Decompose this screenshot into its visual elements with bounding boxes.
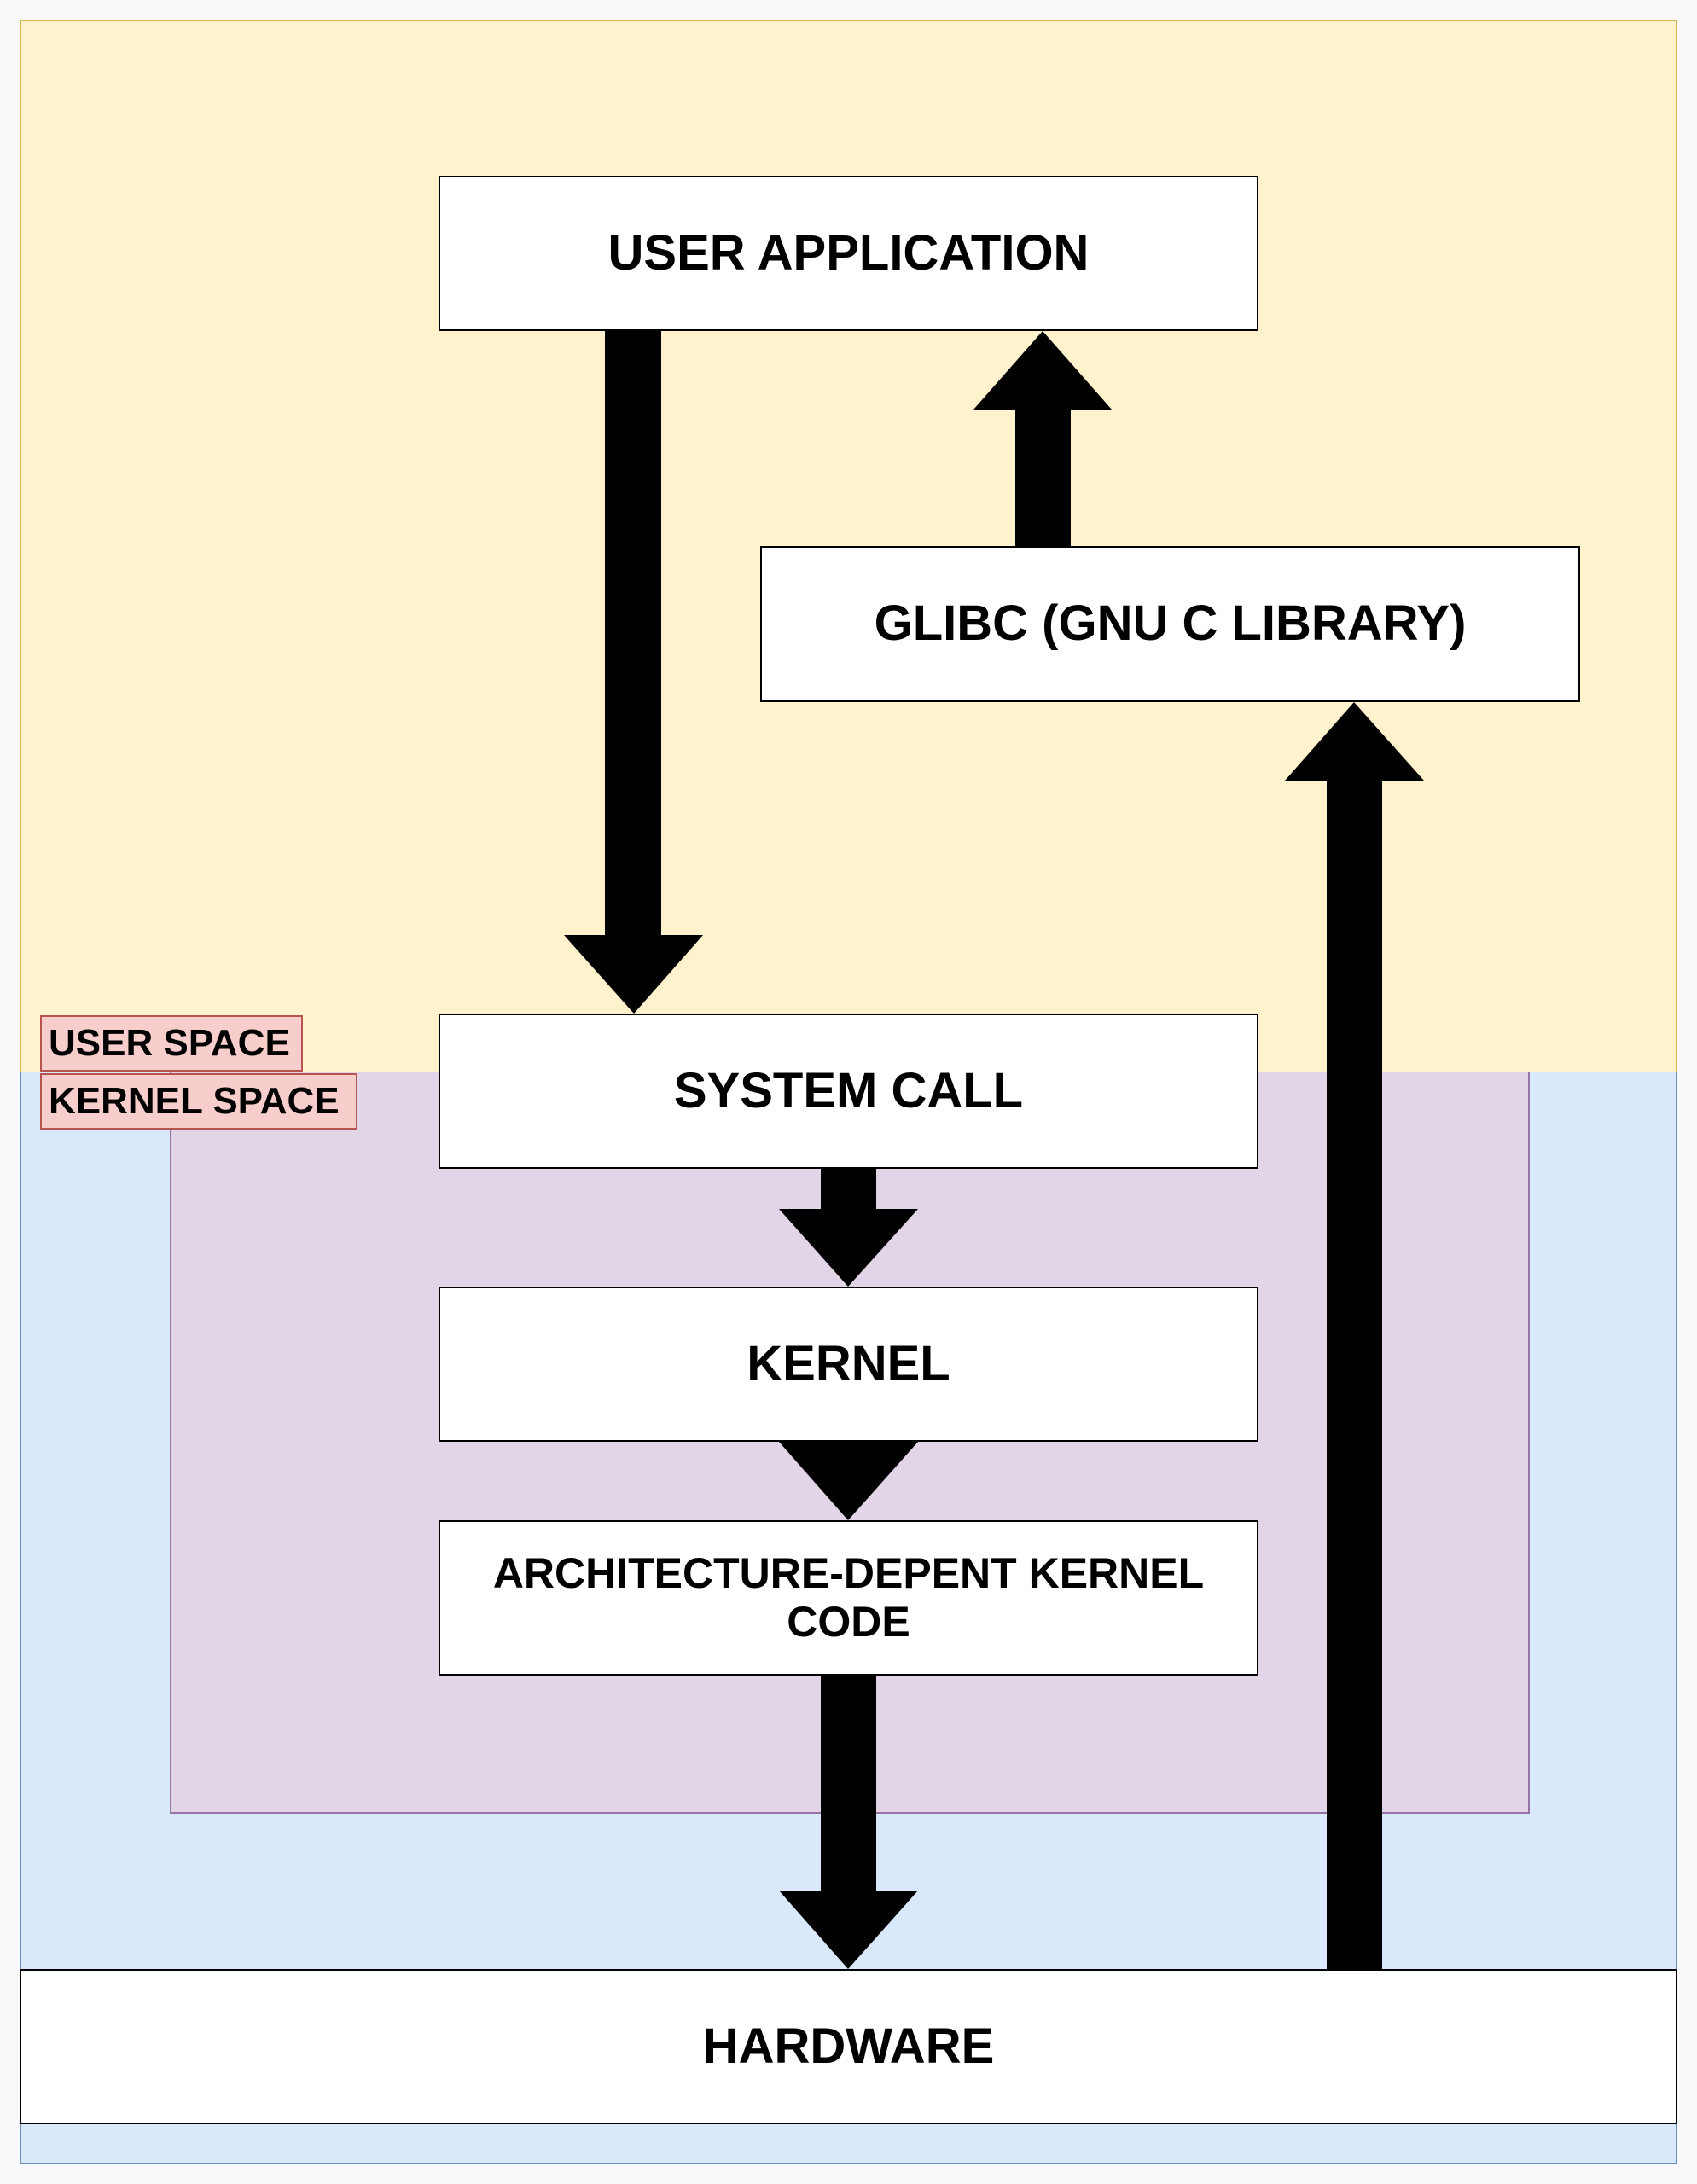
architecture-dependent-kernel-code-box: ARCHITECTURE-DEPENT KERNEL CODE	[439, 1520, 1258, 1676]
system-call-box: SYSTEM CALL	[439, 1014, 1258, 1169]
kernel-space-label: KERNEL SPACE	[40, 1073, 357, 1130]
kernel-box: KERNEL	[439, 1287, 1258, 1442]
user-application-box: USER APPLICATION	[439, 176, 1258, 331]
glibc-box: GLIBC (GNU C LIBRARY)	[760, 546, 1580, 702]
hardware-box: HARDWARE	[20, 1969, 1677, 2124]
kernel-core-region	[170, 1072, 1530, 1814]
user-space-label: USER SPACE	[40, 1015, 303, 1072]
